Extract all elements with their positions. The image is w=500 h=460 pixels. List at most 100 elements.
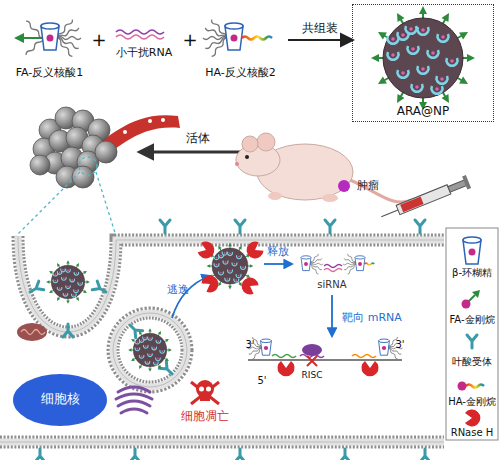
mouse (338, 180, 350, 192)
released-components (324, 265, 342, 268)
fa-antisense-1 (25, 37, 44, 56)
legend-text: HA-金刚烷 (448, 396, 496, 407)
complex-label: RISC (302, 371, 323, 381)
molecule-node: HA-反义核酸2 (193, 8, 288, 82)
target-arrow (331, 295, 333, 336)
node-text: ARA@NP (397, 105, 449, 119)
folate-receptors (92, 281, 108, 296)
legend-entry: HA-金刚烷 (448, 395, 496, 409)
syringe (448, 180, 467, 192)
folate-receptors (28, 281, 44, 296)
released-nanoparticle (243, 239, 265, 261)
released-nanoparticle (197, 239, 266, 297)
node-text: 细胞核 (41, 392, 80, 407)
golgi (116, 394, 152, 399)
sirna-duplex (116, 30, 164, 34)
mrna-complex (362, 361, 379, 376)
golgi (118, 387, 150, 392)
legend-entry: 叶酸受体 (452, 355, 492, 369)
released-components (343, 253, 374, 274)
nanoparticle-entering (46, 260, 90, 304)
folate-receptors (160, 220, 170, 233)
ara-nanoparticle (371, 6, 475, 110)
folate-receptors (159, 361, 175, 377)
fa-antisense-1 (22, 37, 42, 39)
mouse (236, 144, 280, 176)
cell-membrane (0, 436, 444, 449)
legend-panel (467, 335, 477, 348)
step-label: 逃逸 (167, 284, 189, 296)
plus-sign: + (91, 30, 106, 50)
fa-antisense-1 (14, 33, 24, 43)
apoptosis-skull (199, 387, 204, 392)
plus-sign: + (182, 30, 197, 50)
folate-receptors (325, 220, 335, 233)
released-components (301, 253, 323, 274)
zoom-lines (16, 172, 80, 236)
folate-receptors (235, 449, 245, 460)
nucleus-shape (13, 374, 107, 426)
release-arrow (264, 263, 292, 265)
step-label: 释放 (267, 246, 289, 258)
mouse (235, 162, 239, 166)
syringe (400, 197, 423, 213)
mrna-complex (247, 336, 402, 376)
edge-label: 共组装 (302, 20, 338, 37)
syringe (462, 175, 471, 189)
assembly-arrow (288, 39, 352, 41)
mitochondrion (17, 323, 47, 341)
mouse (235, 133, 412, 202)
cell-membrane (113, 313, 187, 387)
apoptosis-skull (200, 395, 210, 401)
mouse (268, 192, 282, 200)
cell-membrane (0, 442, 444, 443)
folate-receptors (340, 449, 350, 460)
legend-entry: β-环糊精 (452, 266, 492, 280)
nanoparticle-box: ARA@NP (352, 4, 494, 122)
syringe (396, 185, 451, 215)
blood-vessel (148, 119, 152, 123)
released-components (343, 253, 365, 274)
folate-receptors (126, 321, 142, 337)
mouse (257, 133, 275, 151)
outcome-label: 细胞凋亡 (181, 410, 229, 423)
folate-receptors (130, 449, 140, 460)
legend-panel (462, 300, 471, 309)
zoom-lines (79, 157, 97, 175)
mouse (350, 180, 412, 202)
legend-text: RNase H (451, 427, 494, 438)
node-text: HA-反义核酸2 (205, 67, 276, 80)
mrna-complex (307, 356, 317, 366)
ara-nanoparticle (371, 6, 475, 110)
legend-text: β-环糊精 (452, 267, 492, 278)
callout-label: 肿瘤 (357, 180, 379, 192)
step-label: 靶向 mRNA (342, 312, 402, 324)
mrna-complex (352, 355, 376, 358)
legend-text: FA-金刚烷 (449, 314, 494, 325)
sirna-duplex (116, 30, 164, 39)
legend-panel (446, 228, 498, 440)
nanoparticle-endosome (128, 328, 172, 372)
cell-membrane (113, 313, 187, 387)
tumor-cluster (95, 141, 117, 163)
golgi (116, 387, 152, 413)
blood-vessel (123, 130, 127, 134)
syringe (381, 210, 398, 217)
tumor-cluster (30, 107, 117, 188)
folate-receptors (420, 449, 430, 460)
strand-end-label: 3' (245, 339, 254, 350)
strand-end-label: 5' (257, 375, 266, 386)
mouse (322, 194, 338, 202)
folate-receptors (35, 449, 45, 460)
nanoparticle-entering (46, 260, 90, 304)
ha-antisense-2 (203, 19, 272, 58)
molecule-label: siRNA (317, 279, 346, 290)
sirna-node: 小干扰RNA (106, 20, 182, 62)
golgi (121, 409, 147, 413)
nanoparticle-endosome (128, 328, 172, 372)
folate-receptors (28, 220, 431, 460)
sirna-duplex (116, 35, 164, 39)
fa-antisense-1 (14, 19, 81, 58)
folate-receptors (235, 220, 245, 233)
nucleus-ellipse: 细胞核 (12, 373, 108, 427)
